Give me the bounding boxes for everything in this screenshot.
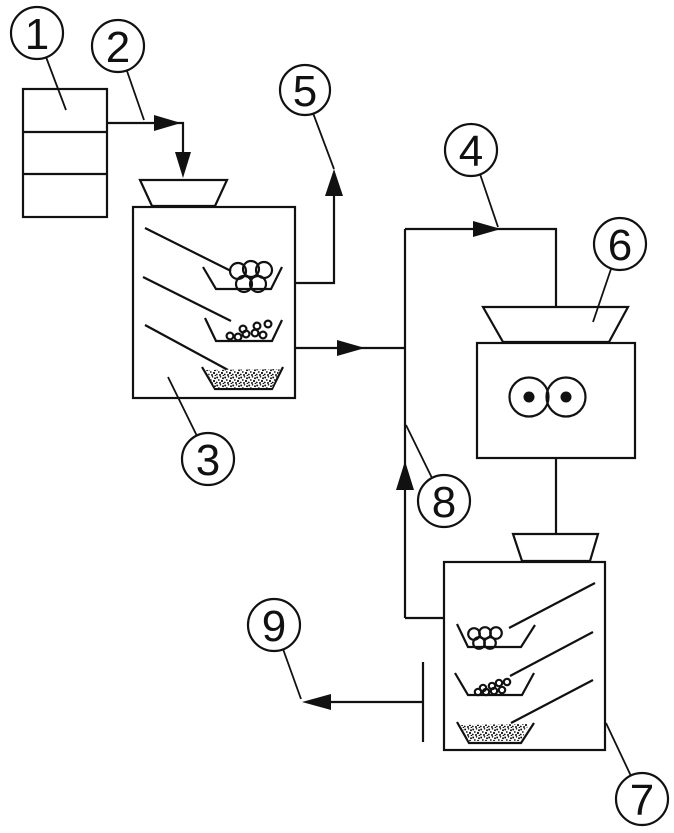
callout-label: 3 bbox=[196, 436, 220, 485]
screen-feed-hopper bbox=[511, 532, 600, 563]
fines-material bbox=[461, 724, 529, 741]
roll-crusher-unit bbox=[475, 305, 637, 534]
crusher-feed-line bbox=[405, 221, 558, 307]
leader-line bbox=[45, 56, 67, 111]
callout-label: 1 bbox=[25, 10, 49, 59]
primary-screening-unit bbox=[131, 178, 297, 400]
leader-line bbox=[167, 376, 198, 437]
fines-material bbox=[206, 369, 280, 388]
medium-particles bbox=[473, 677, 512, 697]
crusher-feed-path bbox=[405, 227, 558, 307]
callout-label: 9 bbox=[262, 602, 286, 651]
coarse-trough bbox=[202, 266, 283, 291]
arrow-right-icon bbox=[473, 221, 501, 237]
crusher-rolls bbox=[508, 376, 587, 418]
callout-label: 8 bbox=[432, 478, 456, 527]
callout-8: 8 bbox=[405, 424, 472, 529]
crusher-housing bbox=[475, 341, 637, 460]
callout-2: 2 bbox=[90, 18, 146, 121]
arrow-left-icon bbox=[302, 694, 331, 710]
leader-line bbox=[312, 112, 335, 170]
callout-circle bbox=[416, 473, 472, 529]
callout-4: 4 bbox=[443, 122, 499, 228]
fines-trough bbox=[201, 366, 284, 391]
feed-line bbox=[107, 115, 191, 178]
fines-trough bbox=[456, 721, 535, 745]
fines-discharge-line bbox=[302, 662, 425, 742]
callout-1: 1 bbox=[9, 5, 67, 111]
leader-line bbox=[479, 173, 499, 228]
medium-trough bbox=[204, 317, 283, 343]
callout-circle bbox=[592, 216, 648, 272]
feed-storage-bin bbox=[21, 87, 109, 219]
callout-circle bbox=[278, 63, 332, 117]
leader-line bbox=[592, 268, 612, 323]
callout-circle bbox=[9, 5, 65, 61]
screen-housing bbox=[442, 560, 607, 752]
oversize-line-path bbox=[295, 195, 336, 285]
screen-housing bbox=[131, 205, 297, 400]
leader-line bbox=[282, 648, 302, 700]
arrow-up-icon bbox=[325, 169, 343, 196]
leader-line bbox=[126, 70, 145, 121]
crusher-feed-hopper bbox=[481, 305, 630, 344]
callout-label: 6 bbox=[608, 221, 632, 270]
recycle-line bbox=[396, 229, 444, 620]
screen-deck-fine bbox=[144, 324, 229, 371]
callout-3: 3 bbox=[167, 376, 236, 487]
screen-feed-hopper bbox=[138, 178, 229, 208]
bin-outline bbox=[21, 87, 109, 219]
screen-deck-fine bbox=[510, 679, 594, 724]
callout-6: 6 bbox=[592, 216, 648, 323]
callout-circle bbox=[180, 431, 236, 487]
callout-label: 4 bbox=[459, 127, 483, 176]
callout-9: 9 bbox=[246, 597, 302, 700]
leader-line bbox=[605, 722, 632, 777]
callout-label: 5 bbox=[293, 67, 317, 116]
arrow-down-icon bbox=[175, 152, 191, 178]
callout-circle bbox=[246, 597, 302, 653]
arrow-right-icon bbox=[154, 115, 181, 131]
screen-deck-medium bbox=[142, 276, 232, 322]
callout-label: 7 bbox=[630, 776, 654, 825]
callout-7: 7 bbox=[605, 722, 670, 827]
transfer-line bbox=[295, 340, 405, 356]
leader-line bbox=[405, 424, 433, 479]
callout-circle bbox=[443, 122, 499, 178]
coarse-particles bbox=[228, 259, 274, 294]
arrow-up-icon bbox=[396, 461, 414, 490]
screen-deck-medium bbox=[509, 631, 594, 677]
oversize-take-off-line bbox=[295, 169, 343, 285]
feed-line-path bbox=[107, 121, 185, 161]
arrow-right-icon bbox=[337, 340, 365, 356]
screen-deck-coarse bbox=[144, 227, 232, 272]
coarse-particles bbox=[467, 626, 503, 650]
medium-particles bbox=[225, 319, 273, 342]
secondary-screening-unit bbox=[442, 532, 607, 752]
callout-circle bbox=[90, 18, 146, 74]
callout-label: 2 bbox=[106, 23, 130, 72]
callout-5: 5 bbox=[278, 63, 335, 170]
callout-circle bbox=[614, 771, 670, 827]
screen-deck-coarse bbox=[508, 582, 596, 629]
